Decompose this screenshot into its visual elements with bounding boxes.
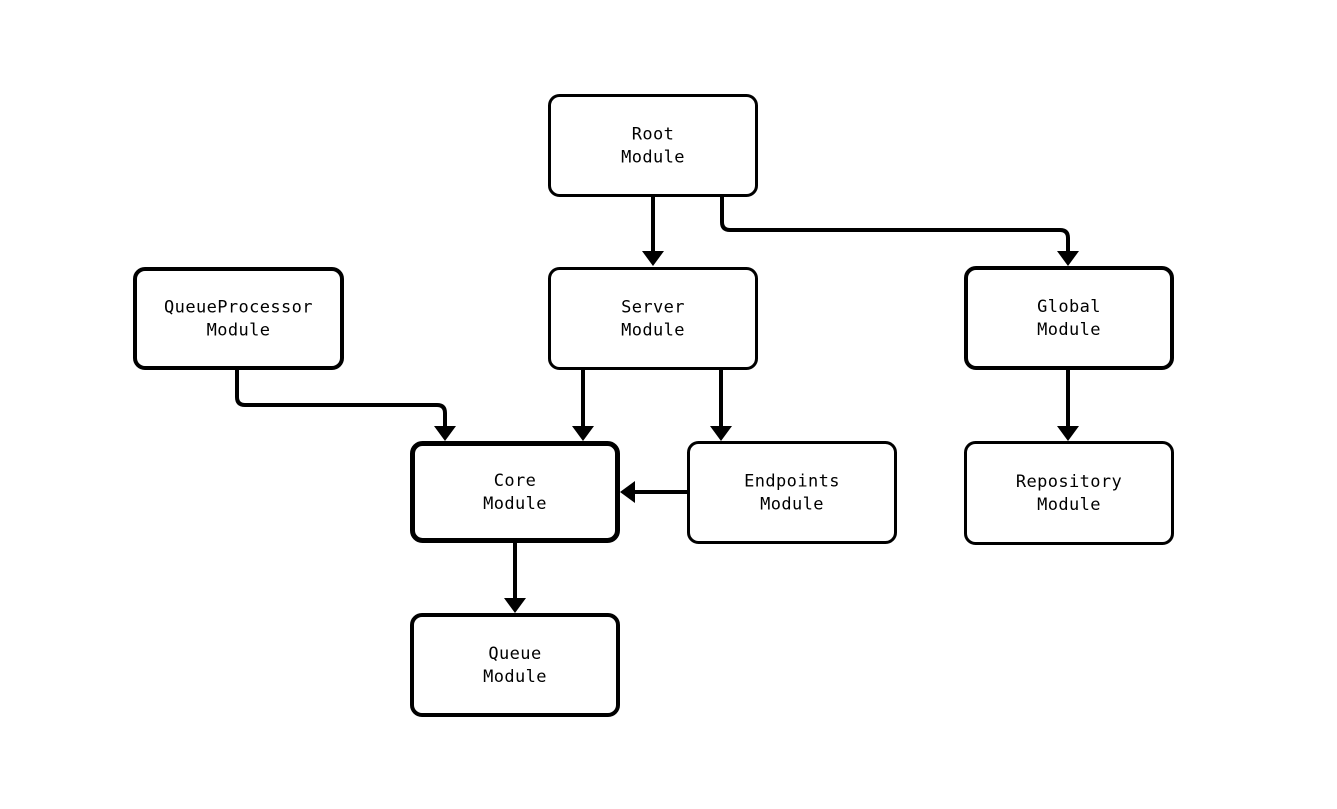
node-box[interactable] <box>548 94 758 197</box>
node-label-line1: Global <box>1037 297 1101 317</box>
edge-server-to-endpoints <box>710 370 732 441</box>
node-label-line1: QueueProcessor <box>164 298 313 318</box>
arrow-head-icon <box>620 481 635 503</box>
arrow-head-icon <box>710 426 732 441</box>
node-label-line2: Module <box>621 321 685 341</box>
arrow-head-icon <box>1057 426 1079 441</box>
node-label-line2: Module <box>483 667 547 687</box>
node-label-line2: Module <box>1037 495 1101 515</box>
node-label-line2: Module <box>207 321 271 341</box>
edge-endpoints-to-core <box>620 481 687 503</box>
node-box[interactable] <box>687 441 897 544</box>
node-label-line2: Module <box>483 494 547 514</box>
edge-line <box>235 370 447 431</box>
node-label-line1: Queue <box>488 644 541 664</box>
edge-queueprocessor-to-core <box>235 370 456 441</box>
node-box[interactable] <box>410 613 620 717</box>
node-box[interactable] <box>548 267 758 370</box>
edge-root-to-global <box>720 197 1079 266</box>
node-label-line2: Module <box>1037 320 1101 340</box>
node-label-line2: Module <box>760 495 824 515</box>
node-label-line1: Repository <box>1016 472 1122 492</box>
arrow-head-icon <box>572 426 594 441</box>
arrow-head-icon <box>642 251 664 266</box>
edge-line <box>720 197 1070 256</box>
node-label-line1: Root <box>632 125 675 145</box>
edge-core-to-queue <box>504 543 526 613</box>
node-box[interactable] <box>133 267 344 370</box>
node-label-line1: Core <box>494 471 537 491</box>
node-label-line2: Module <box>621 148 685 168</box>
node-box[interactable] <box>964 266 1174 370</box>
edges-layer <box>235 197 1079 613</box>
edge-root-to-server <box>642 197 664 266</box>
node-label-line1: Server <box>621 298 685 318</box>
edge-global-to-repository <box>1057 370 1079 441</box>
node-label-line1: Endpoints <box>744 472 840 492</box>
arrow-head-icon <box>504 598 526 613</box>
node-box[interactable] <box>410 441 620 543</box>
arrow-head-icon <box>434 426 456 441</box>
edge-server-to-core <box>572 370 594 441</box>
arrow-head-icon <box>1057 251 1079 266</box>
node-box[interactable] <box>964 441 1174 545</box>
nodes-layer: RootModuleQueueProcessorModuleServerModu… <box>133 94 1174 717</box>
